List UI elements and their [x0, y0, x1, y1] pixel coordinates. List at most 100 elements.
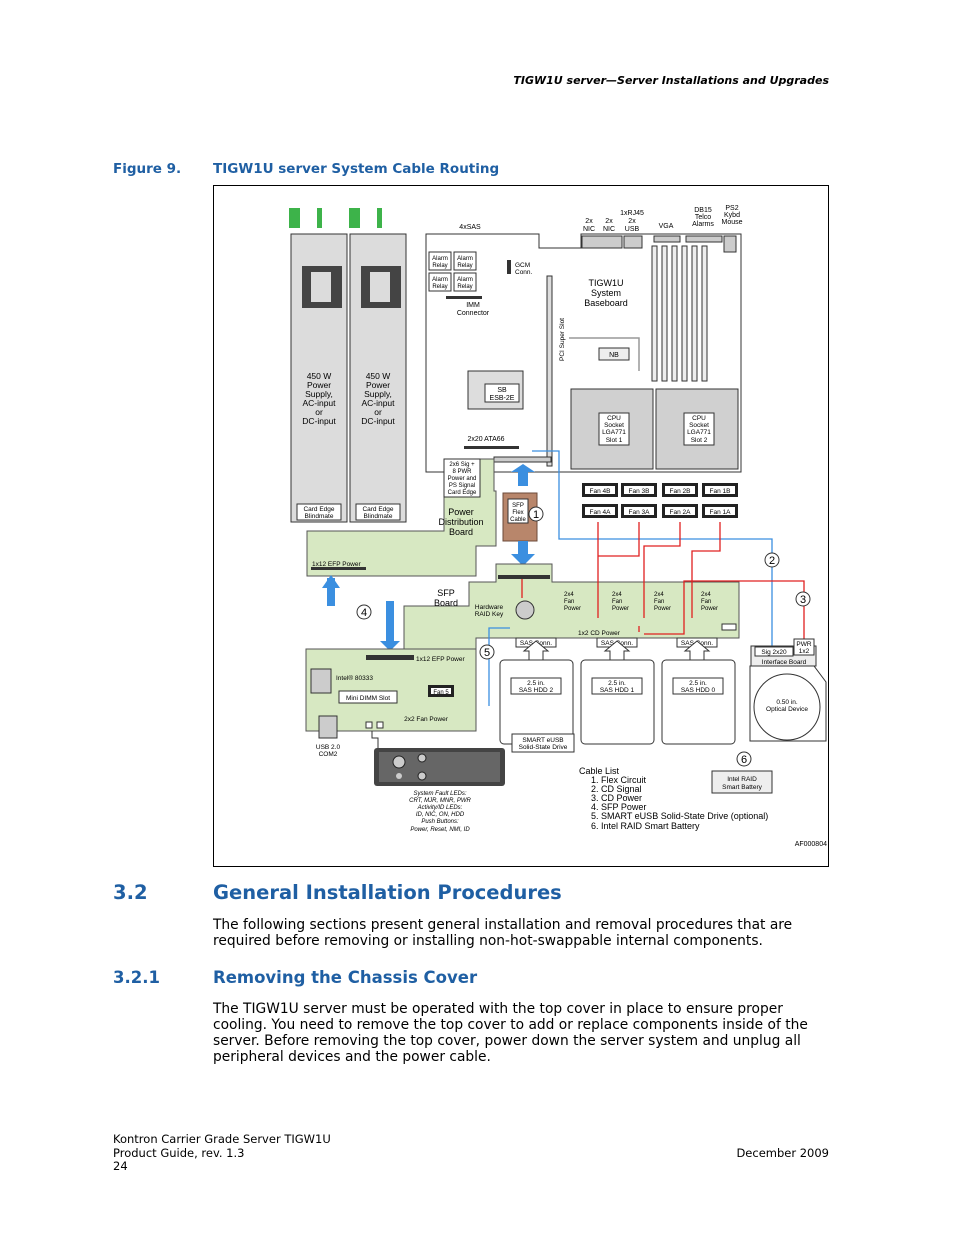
sig-pwr-label-3: Power and [448, 476, 477, 482]
efp-power-label-2: 1x12 EFP Power [416, 656, 465, 663]
fan-power-3-label-b: Fan [654, 599, 664, 605]
fan-power-2-label-b: Fan [612, 599, 622, 605]
card-edge-label-2: Card Edge [362, 506, 393, 513]
hdd0-size-label: 2.5 in. [689, 680, 707, 687]
interface-board-label: Interface Board [762, 659, 807, 666]
psu1-label5: or [315, 407, 323, 417]
cable-list-item: 6. Intel RAID Smart Battery [591, 821, 700, 831]
fault-leds-list: CRT, MJR, MNR, PWR [409, 798, 471, 804]
footer-product: Kontron Carrier Grade Server TIGW1U [113, 1132, 331, 1146]
relay-label-4: Relay [457, 284, 472, 290]
alarm-relay-label-3: Alarm [432, 277, 448, 283]
running-header: TIGW1U server—Server Installations and U… [513, 74, 829, 87]
sig2x20-label: Sig 2x20 [761, 649, 787, 656]
raid-controller-board: 1x12 EFP Power Intel® 80333 Mini DIMM Sl… [305, 648, 477, 758]
hdd2-size-label: 2.5 in. [527, 680, 545, 687]
cpu1-socket-label: Socket [604, 422, 624, 429]
mini-dimm-label: Mini DIMM Slot [346, 695, 390, 702]
sas-4x-label: 4xSAS [459, 224, 481, 231]
sfp-flex-label-3: Cable [510, 517, 526, 523]
routing-arrows [322, 464, 535, 651]
nic1-label: 2x [585, 218, 593, 225]
baseboard-label-1: TIGW1U [589, 278, 624, 288]
com2-label: COM2 [319, 751, 338, 758]
cpu1-lga-label: LGA771 [602, 429, 626, 436]
fan-1a-label: Fan 1A [710, 509, 732, 516]
sb-label: SB [497, 387, 507, 394]
system-baseboard: 4xSAS 2x NIC 2x NIC 1xRJ45 2x USB VGA DB… [425, 205, 743, 473]
push-buttons-label: Push Buttons: [421, 819, 459, 825]
optical-size-label: 0.50 in. [776, 699, 798, 706]
psu1-label6: DC-input [302, 416, 336, 426]
fan-power-2-label: 2x4 [612, 592, 622, 598]
cable-list-item: 4. SFP Power [591, 802, 646, 812]
fan-4a-label: Fan 4A [590, 509, 612, 516]
fan-power-3-label-c: Power [654, 606, 671, 612]
subsection-heading: 3.2.1 Removing the Chassis Cover [113, 968, 477, 987]
fan-1b-label: Fan 1B [710, 488, 731, 495]
callout-4: 4 [361, 607, 367, 619]
system-fault-leds-label: System Fault LEDs: [413, 791, 466, 797]
imm-label: IMM [466, 302, 480, 309]
fan-3b-label: Fan 3B [629, 488, 650, 495]
cables [440, 450, 805, 706]
cable-list-item: 2. CD Signal [591, 784, 642, 794]
fan-power-1-label-c: Power [564, 606, 581, 612]
psu1-label4: AC-input [302, 398, 336, 408]
gcm-label: GCM [515, 262, 530, 269]
sig-pwr-label-5: Card Edge [448, 490, 477, 496]
baseboard-label-3: Baseboard [584, 298, 628, 308]
sfp-board-label-2: Board [434, 598, 458, 608]
subsection-number: 3.2.1 [113, 968, 160, 987]
nic1-label-b: NIC [583, 226, 595, 233]
psu2-label6: DC-input [361, 416, 395, 426]
cable-list: Cable List 1. Flex Circuit 2. CD Signal … [579, 766, 768, 831]
cpu2-socket-label: Socket [689, 422, 709, 429]
raid-key-label-1: Hardware [475, 604, 504, 611]
baseboard-label-2: System [591, 288, 621, 298]
psu1-label2: Power [307, 380, 331, 390]
telco-label: Telco [695, 214, 711, 221]
figure-caption: Figure 9.TIGW1U server System Cable Rout… [113, 161, 499, 177]
psu2-label3: Supply, [364, 389, 392, 399]
sfp-board-label-1: SFP [437, 588, 455, 598]
kybd-label: Kybd [724, 212, 740, 219]
hdd0-label: SAS HDD 0 [681, 687, 716, 694]
section-body: The following sections present general i… [213, 917, 793, 949]
intel-chip-label: Intel® 80333 [336, 674, 373, 682]
callout-6: 6 [741, 754, 747, 766]
hdd1-label: SAS HDD 1 [600, 687, 635, 694]
alarm-relay-label-4: Alarm [457, 277, 473, 283]
cd-power-label: 1x2 CD Power [578, 630, 621, 637]
alarms-label: Alarms [692, 221, 714, 228]
fan-power-4-label-c: Power [701, 606, 718, 612]
nb-label: NB [609, 352, 619, 359]
subsection-body: The TIGW1U server must be operated with … [213, 1001, 808, 1065]
sb-chip-label: ESB-2E [490, 395, 515, 402]
hdd2-label: SAS HDD 2 [519, 687, 554, 694]
pwr-1x2-label: 1x2 [799, 648, 810, 655]
blindmate-label-2: Blindmate [364, 513, 393, 520]
gcm-conn-label: Conn. [515, 269, 533, 276]
ps2-label: PS2 [725, 205, 738, 212]
psu2-label2: Power [366, 380, 390, 390]
callout-1: 1 [533, 509, 539, 521]
raid-key-label-2: RAID Key [475, 611, 504, 618]
psu2-label: 450 W [366, 371, 391, 381]
sig-pwr-label-4: PS Signal [449, 483, 475, 489]
relay-label-2: Relay [457, 263, 472, 269]
cable-routing-diagram: 450 W Power Supply, AC-input or DC-input… [289, 205, 827, 848]
blindmate-label: Blindmate [305, 513, 334, 520]
fan-4b-label: Fan 4B [590, 488, 611, 495]
section-number: 3.2 [113, 881, 148, 904]
pwr-label: PWR [796, 641, 811, 648]
pdb-label-2: Distribution [438, 517, 483, 527]
relay-label-3: Relay [432, 284, 447, 290]
usb-com-label: USB 2.0 [316, 744, 341, 751]
optical-device-label: Optical Device [766, 706, 808, 713]
raid-smart-battery: Intel RAID Smart Battery [711, 770, 773, 794]
psu1-label: 450 W [307, 371, 332, 381]
eusb-label-1: SMART eUSB [522, 737, 563, 744]
subsection-title: Removing the Chassis Cover [213, 968, 478, 987]
cable-list-item: 3. CD Power [591, 793, 642, 803]
